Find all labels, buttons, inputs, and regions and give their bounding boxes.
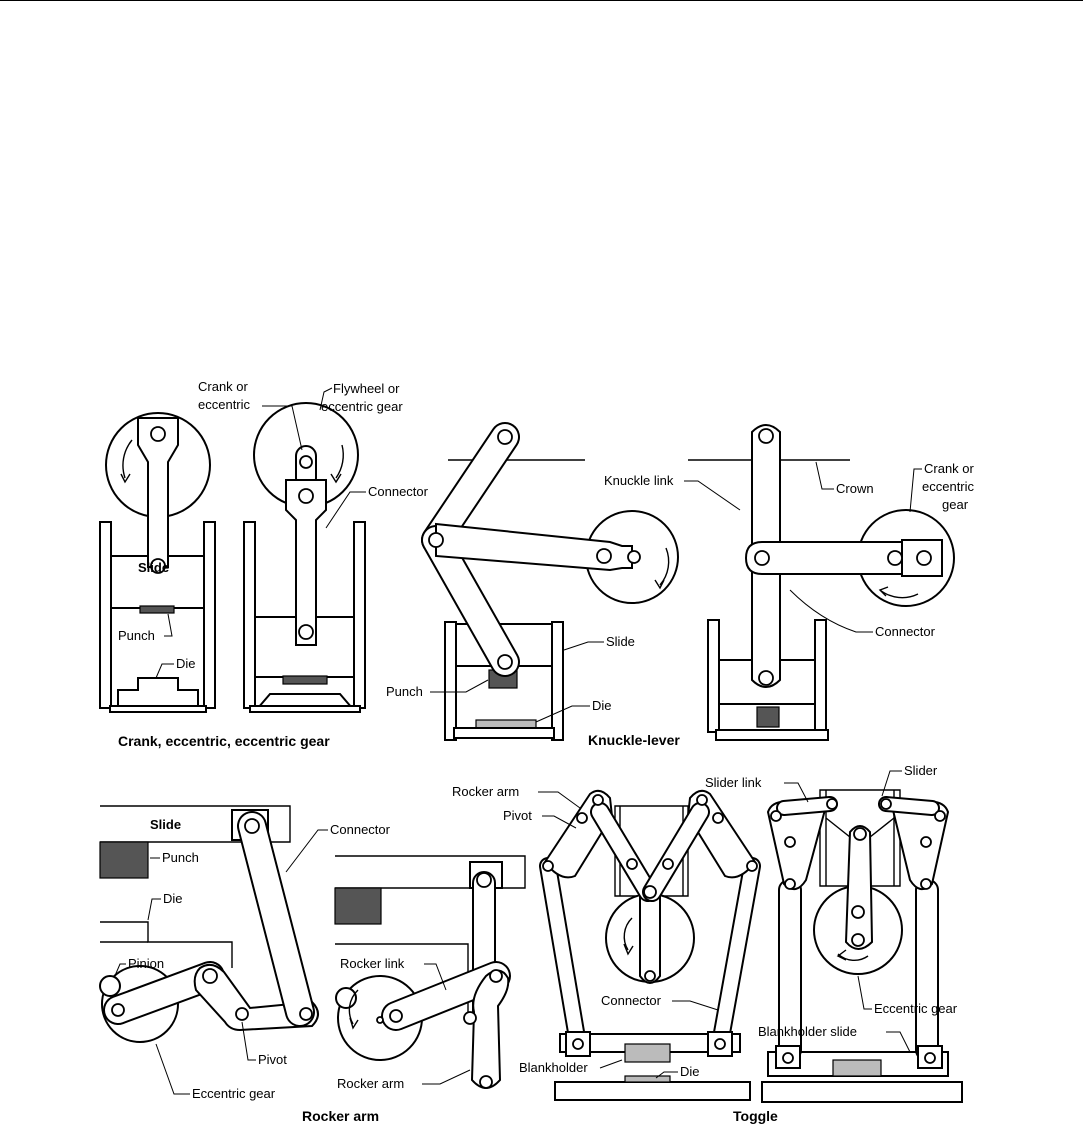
toggle-eccentric-gear-label: Eccentric gear bbox=[874, 1001, 958, 1016]
toggle-connector-left bbox=[639, 886, 661, 984]
rocker-connector-label: Connector bbox=[330, 822, 391, 837]
toggle-die-label: Die bbox=[680, 1064, 700, 1079]
crank-punch-label: Punch bbox=[118, 628, 155, 643]
crank-connector-label: Connector bbox=[368, 484, 429, 499]
toggle-press-left bbox=[539, 789, 761, 1101]
rocker-pinion-left bbox=[99, 975, 121, 997]
knuckle-punch-label: Punch bbox=[386, 684, 423, 699]
punch-left bbox=[139, 605, 175, 614]
toggle-rocker-arm-label: Rocker arm bbox=[452, 784, 519, 799]
rocker-arm-label: Rocker arm bbox=[337, 1076, 404, 1091]
crank-arm-left bbox=[137, 417, 179, 568]
knuckle-panel: Knuckle link Crown Crank or eccentric ge… bbox=[386, 422, 975, 748]
crank-caption: Crank, eccentric, eccentric gear bbox=[118, 733, 330, 749]
rotation-arrow-left bbox=[122, 439, 133, 479]
flywheel-label-line2: eccentric gear bbox=[321, 399, 403, 414]
knuckle-press-left bbox=[421, 422, 679, 741]
rocker-eccentric-gear-label: Eccentric gear bbox=[192, 1086, 276, 1101]
toggle-caption: Toggle bbox=[733, 1108, 778, 1124]
top-rule bbox=[0, 0, 1083, 1]
crank-label-line2: eccentric bbox=[198, 397, 251, 412]
knuckle-caption: Knuckle-lever bbox=[588, 732, 680, 748]
rocker-pinion-label: Pinion bbox=[128, 956, 164, 971]
rocker-punch-left bbox=[99, 841, 149, 879]
toggle-connector-label: Connector bbox=[601, 993, 662, 1008]
rocker-panel: Slide Connector Punch Die Pinion Pivot E… bbox=[99, 805, 526, 1124]
crank-gear-label-line3: gear bbox=[942, 497, 969, 512]
knuckle-connector-left bbox=[435, 522, 633, 572]
crank-press-right bbox=[243, 402, 366, 713]
slider-label: Slider bbox=[904, 763, 938, 778]
knuckle-connector-right bbox=[744, 541, 907, 575]
punch-right bbox=[282, 675, 328, 685]
rocker-press-left bbox=[99, 805, 319, 1043]
rocker-arm-right bbox=[470, 969, 510, 1089]
rocker-punch-label: Punch bbox=[162, 850, 199, 865]
knuckle-die-label: Die bbox=[592, 698, 612, 713]
rocker-die-label: Die bbox=[163, 891, 183, 906]
crank-slide-label: Slide bbox=[138, 560, 169, 575]
crank-panel: Crank or eccentric Flywheel or eccentric… bbox=[99, 379, 429, 749]
rocker-slide-label: Slide bbox=[150, 817, 181, 832]
rocker-caption: Rocker arm bbox=[302, 1108, 379, 1124]
crank-label-line1: Crank or bbox=[198, 379, 249, 394]
crown-label: Crown bbox=[836, 481, 874, 496]
crank-gear-label-line2: eccentric bbox=[922, 479, 975, 494]
knuckle-slide-label: Slide bbox=[606, 634, 635, 649]
crank-gear-label-line1: Crank or bbox=[924, 461, 975, 476]
knuckle-link-label: Knuckle link bbox=[604, 473, 674, 488]
rotation-arrow-right bbox=[335, 444, 344, 479]
crank-die-label: Die bbox=[176, 656, 196, 671]
connector-right bbox=[285, 479, 327, 646]
rocker-press-right bbox=[334, 855, 526, 1089]
flywheel-label-line1: Flywheel or bbox=[333, 381, 400, 396]
die-left bbox=[117, 677, 199, 709]
toggle-panel: Rocker arm Pivot Slider link Slider Conn… bbox=[452, 763, 963, 1124]
rocker-pivot-label: Pivot bbox=[258, 1052, 287, 1067]
toggle-press-right bbox=[761, 789, 963, 1103]
toggle-pivot-label: Pivot bbox=[503, 808, 532, 823]
knuckle-press-right bbox=[707, 424, 955, 741]
crank-press-left bbox=[99, 412, 216, 713]
blankholder-slide-label: Blankholder slide bbox=[758, 1024, 857, 1039]
rocker-link-label: Rocker link bbox=[340, 956, 405, 971]
blankholder-label: Blankholder bbox=[519, 1060, 588, 1075]
knuckle-connector-label: Connector bbox=[875, 624, 936, 639]
slider-link-label: Slider link bbox=[705, 775, 762, 790]
toggle-connector-right bbox=[844, 825, 874, 950]
